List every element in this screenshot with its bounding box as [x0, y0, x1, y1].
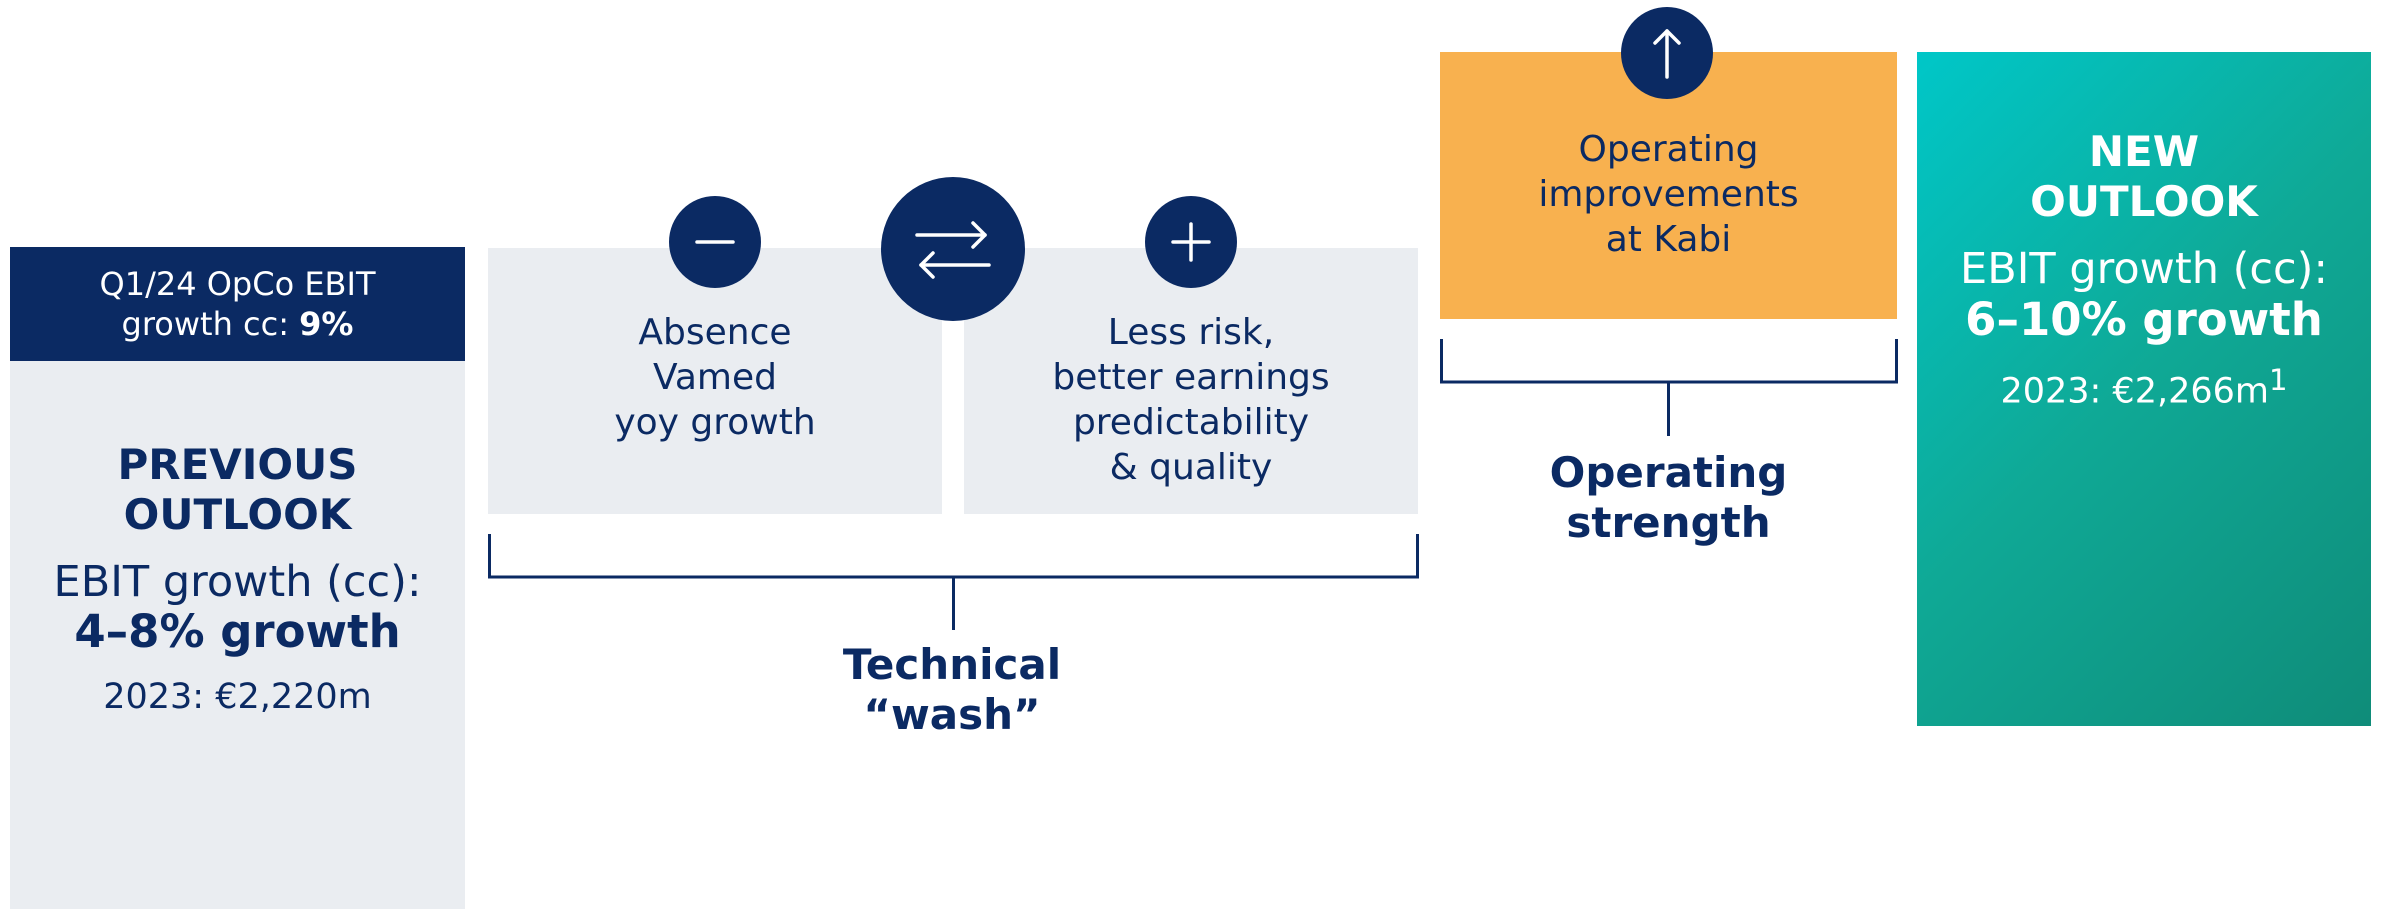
new-growth-value: 6–10% growth [1965, 293, 2323, 346]
plus-icon [1145, 196, 1237, 288]
previous-outlook-title: PREVIOUS OUTLOOK [10, 440, 465, 541]
previous-year-value: 2023: €2,220m [103, 677, 372, 717]
risk-text: Less risk, better earnings predictabilit… [964, 310, 1418, 490]
risk-line-4: & quality [1109, 447, 1273, 488]
absence-line-1: Absence [638, 312, 792, 353]
absence-text: Absence Vamed yoy growth [488, 310, 942, 445]
operating-strength-bracket [1440, 339, 1898, 436]
minus-icon-svg [695, 240, 735, 244]
previous-outlook-header: Q1/24 OpCo EBIT growth cc: 9% [10, 247, 465, 361]
operating-line-2: improvements [1538, 174, 1799, 215]
absence-panel [488, 248, 942, 514]
operating-strength-line-2: strength [1566, 498, 1771, 548]
previous-title-line-2: OUTLOOK [123, 490, 352, 540]
arrow-up-icon-svg [1653, 29, 1681, 79]
new-title-line-2: OUTLOOK [2030, 177, 2258, 227]
previous-outlook-panel [10, 361, 465, 909]
technical-wash-label: Technical “wash” [708, 640, 1196, 741]
technical-wash-bracket [488, 534, 1419, 630]
swap-arrows-icon [881, 177, 1025, 321]
risk-line-1: Less risk, [1107, 312, 1275, 353]
technical-wash-line-2: “wash” [863, 690, 1041, 740]
arrow-up-icon [1621, 7, 1713, 99]
previous-header-line-1: Q1/24 OpCo EBIT [99, 265, 376, 303]
new-year-footnote: 1 [2269, 363, 2288, 397]
previous-header-value: 9% [299, 305, 354, 343]
new-outlook-title: NEW OUTLOOK [1917, 127, 2371, 228]
new-ebit-label: EBIT growth (cc): [1960, 244, 2328, 294]
new-title-line-1: NEW [2088, 127, 2200, 176]
previous-title-line-1: PREVIOUS [117, 440, 358, 489]
new-year-amount: 2023: €2,266m [2000, 371, 2269, 412]
operating-strength-label: Operating strength [1440, 448, 1897, 549]
previous-growth-value: 4–8% growth [74, 605, 401, 658]
risk-line-2: better earnings [1052, 357, 1330, 398]
operating-line-1: Operating [1578, 129, 1759, 170]
new-year-value: 2023: €2,266m1 [1917, 363, 2371, 413]
risk-line-3: predictability [1072, 402, 1310, 443]
plus-icon-svg [1171, 222, 1211, 262]
operating-strength-line-1: Operating [1549, 448, 1788, 497]
operating-line-3: at Kabi [1605, 219, 1732, 260]
previous-header-line-2: growth cc: 9% [122, 304, 354, 344]
absence-line-2: Vamed [653, 357, 777, 398]
previous-header-prefix: growth cc: [121, 305, 300, 343]
swap-arrows-icon-svg [915, 221, 991, 279]
technical-wash-line-1: Technical [842, 640, 1062, 689]
minus-icon [669, 196, 761, 288]
risk-panel [964, 248, 1418, 514]
previous-ebit-label: EBIT growth (cc): [53, 557, 422, 607]
new-outlook-panel [1917, 52, 2371, 726]
absence-line-3: yoy growth [614, 402, 816, 443]
